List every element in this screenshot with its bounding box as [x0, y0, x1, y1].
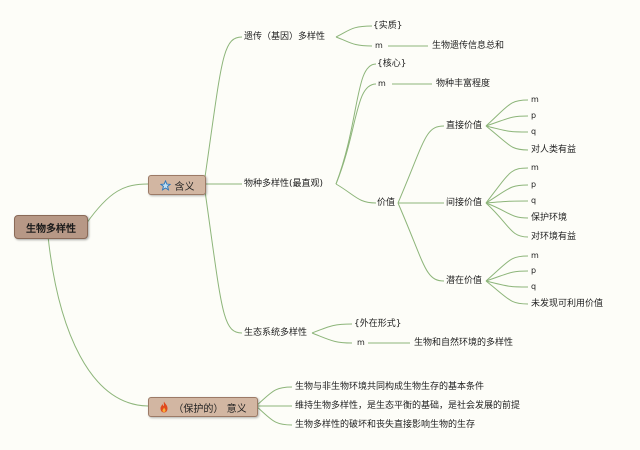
ecosystem-m: m	[357, 338, 365, 347]
genetic-diversity[interactable]: 遗传（基因）多样性	[244, 32, 326, 42]
fire-icon	[159, 401, 169, 413]
significance-item-3: 生物多样性的破坏和丧失直接影响生物的生存	[295, 420, 476, 430]
potential-item-p: p	[531, 266, 537, 275]
indirect-item-protect: 保护环境	[531, 213, 568, 223]
link-meaning-genetic	[203, 36, 243, 185]
link-root-meaning	[85, 183, 149, 225]
link-value-direct	[397, 125, 445, 204]
meaning-node[interactable]: 含义	[148, 175, 206, 195]
ecosystem-m-text: 生物和自然环境的多样性	[414, 338, 514, 348]
link-ecosystem-form	[311, 323, 353, 334]
indirect-item-benefit: 对环境有益	[531, 232, 577, 242]
significance-item-1: 生物与非生物环境共同构成生物生存的基本条件	[295, 382, 485, 392]
star-icon	[159, 179, 171, 191]
species-diversity[interactable]: 物种多样性(最直观)	[244, 179, 324, 189]
meaning-label: 含义	[174, 181, 195, 193]
direct-item-m: m	[531, 95, 539, 104]
indirect-value[interactable]: 间接价值	[446, 198, 483, 208]
potential-item-q: q	[531, 282, 537, 291]
indirect-item-p: p	[531, 180, 537, 189]
link-root-significance	[47, 235, 149, 407]
ecosystem-diversity[interactable]: 生态系统多样性	[244, 328, 308, 338]
link-species-m	[335, 83, 377, 185]
significance-node[interactable]: （保护的） 意义	[148, 397, 258, 417]
genetic-m-text: 生物遗传信息总和	[432, 41, 505, 51]
genetic-m: m	[375, 41, 383, 50]
direct-item-q: q	[531, 127, 537, 136]
significance-label: （保护的） 意义	[173, 403, 247, 415]
indirect-item-q: q	[531, 196, 537, 205]
potential-item-undiscovered: 未发现可利用价值	[531, 299, 604, 309]
root-node[interactable]: 生物多样性	[14, 215, 88, 239]
significance-item-2: 维持生物多样性，是生态平衡的基础，是社会发展的前提	[295, 401, 521, 411]
indirect-item-m: m	[531, 163, 539, 172]
direct-item-benefit: 对人类有益	[531, 145, 577, 155]
ecosystem-form-tag: {外在形式}	[354, 319, 402, 329]
potential-item-m: m	[531, 251, 539, 260]
link-meaning-ecosystem	[203, 183, 243, 334]
link-ecosystem-m	[311, 332, 353, 344]
link-genetic-essence	[335, 25, 373, 38]
link-genetic-m	[335, 36, 373, 47]
link-value-potential	[397, 202, 445, 282]
species-m: m	[378, 79, 386, 88]
direct-value[interactable]: 直接价值	[446, 121, 483, 131]
species-m-text: 物种丰富程度	[436, 79, 491, 89]
potential-value[interactable]: 潜在价值	[446, 276, 483, 286]
species-core-tag: {核心}	[377, 59, 407, 69]
direct-item-p: p	[531, 111, 537, 120]
genetic-essence-tag: {实质}	[373, 21, 403, 31]
link-species-value	[335, 183, 377, 204]
value-node[interactable]: 价值	[377, 198, 396, 208]
